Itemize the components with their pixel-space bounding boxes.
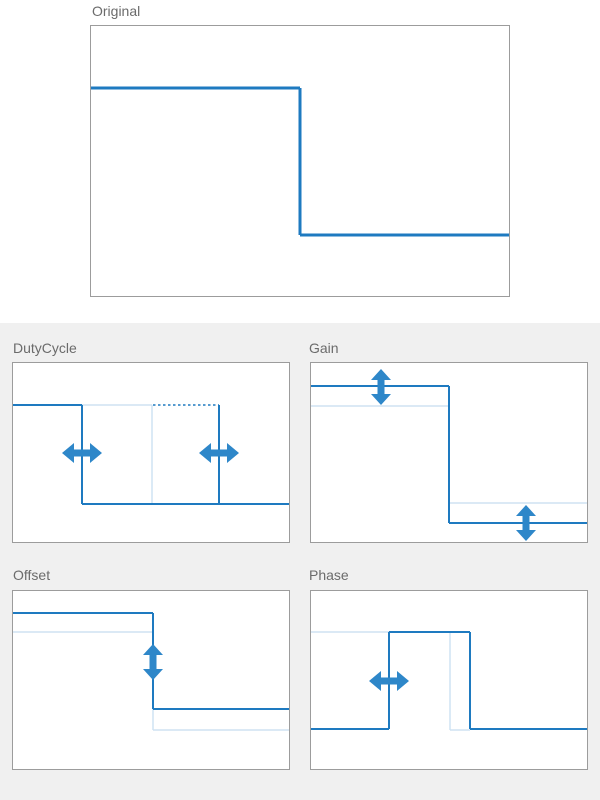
offset-panel: [12, 590, 290, 770]
original-label: Original: [92, 3, 141, 19]
horizontal-shift-arrow-icon: [369, 671, 409, 691]
dutycycle-waveform: [13, 404, 289, 505]
gain-panel: [310, 362, 588, 543]
dutycycle-panel: [12, 362, 290, 543]
horizontal-shift-arrow-icon: [199, 443, 239, 463]
gain-waveform: [311, 369, 587, 541]
gain-label: Gain: [309, 340, 339, 356]
phase-waveform: [311, 631, 587, 731]
phase-panel: [310, 590, 588, 770]
vertical-shift-arrow-icon: [143, 644, 163, 680]
vertical-shift-arrow-icon: [516, 505, 536, 541]
vertical-shift-arrow-icon: [371, 369, 391, 405]
phase-label: Phase: [309, 567, 349, 583]
parameters-section: DutyCycle Gain Offset Phase: [0, 323, 600, 800]
original-waveform: [91, 86, 509, 237]
horizontal-shift-arrow-icon: [62, 443, 102, 463]
offset-waveform: [13, 612, 289, 731]
offset-label: Offset: [13, 567, 51, 583]
original-panel: [90, 25, 510, 297]
dutycycle-label: DutyCycle: [13, 340, 77, 356]
